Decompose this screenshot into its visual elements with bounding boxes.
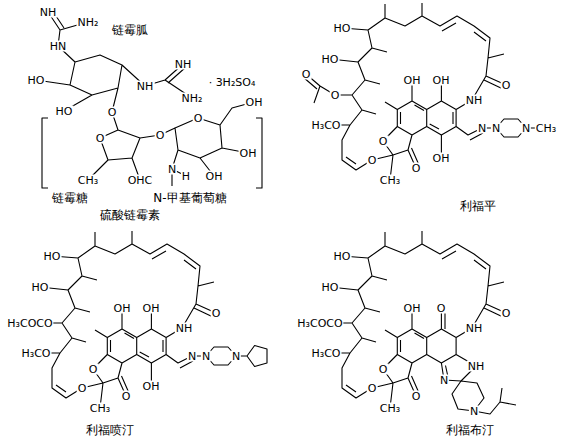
atom-label: O	[367, 155, 378, 166]
compound-name: 利福平	[459, 200, 497, 212]
atom-label: N	[167, 164, 177, 175]
compound-name: 利福布汀	[445, 424, 495, 436]
atom-label: N	[491, 123, 501, 134]
streptomycin-bonds	[36, 10, 254, 186]
atom-label: HO	[321, 282, 340, 293]
atom-label: OH	[113, 303, 132, 314]
atom-label: N	[231, 351, 241, 362]
atom-label: O	[88, 364, 99, 375]
atom-label: O	[501, 308, 512, 319]
rifapentine-drawing	[40, 231, 267, 408]
atom-label: H₃CO	[20, 348, 51, 359]
atom-label: H	[181, 171, 191, 182]
atom-label: H₃CO	[310, 120, 341, 131]
atom-label: HO	[321, 54, 340, 65]
atom-label: OH	[432, 153, 451, 164]
atom-label: O	[95, 133, 106, 144]
atom-label: CH₃	[379, 175, 401, 186]
atom-label: OH	[142, 303, 161, 314]
atom-label: HO	[43, 251, 62, 262]
compound-name: N-甲基葡萄糖	[152, 192, 227, 204]
atom-label: OH	[403, 303, 422, 314]
atom-label: NH₂	[181, 93, 204, 104]
atom-label: NH	[465, 95, 484, 106]
atom-label: O	[411, 163, 422, 174]
atom-label: OH	[403, 75, 422, 86]
atom-label: O	[378, 136, 389, 147]
atom-label: OH	[432, 75, 451, 86]
atom-label: CH₃	[89, 403, 111, 414]
atom-label: NH	[39, 7, 58, 18]
atom-label: O	[378, 364, 389, 375]
atom-label: O	[193, 113, 204, 124]
atom-label: · 3H₂SO₄	[208, 77, 257, 88]
atom-label: HN	[49, 41, 68, 52]
atom-label: O	[436, 303, 447, 314]
atom-label: OHC	[127, 175, 154, 186]
atom-label: NH	[465, 323, 484, 334]
atom-label: CH₃	[379, 403, 401, 414]
compound-name: 链霉胍	[111, 24, 149, 36]
rifamycin-core	[40, 231, 216, 408]
atom-label: HO	[27, 75, 46, 86]
atom-label: OH	[239, 148, 258, 159]
atom-label: N	[187, 351, 197, 362]
compound-name: 链霉糖	[51, 192, 89, 204]
atom-label: O	[367, 383, 378, 394]
rifampicin-drawing	[303, 3, 546, 180]
bracket	[42, 118, 262, 188]
atom-label: O	[121, 391, 132, 402]
atom-label: H₃COCO	[6, 318, 53, 329]
atom-label: NH	[136, 81, 155, 92]
atom-label: OH	[205, 171, 224, 182]
rifamycin-core	[330, 3, 506, 180]
compound-name: 硫酸链霉素	[99, 209, 161, 221]
atom-label: N	[521, 123, 531, 134]
atom-label: NH	[174, 59, 193, 70]
atom-label: O	[107, 107, 118, 118]
rifamycin-core	[330, 231, 506, 408]
hydrazone-part	[140, 340, 236, 386]
atom-label: O	[77, 383, 88, 394]
atom-label: N	[439, 375, 449, 386]
atom-label: HO	[333, 251, 352, 262]
hydrazone-part	[430, 112, 526, 158]
atom-label: O	[330, 90, 341, 101]
atom-label: HO	[333, 23, 352, 34]
atom-label: H₃COCO	[296, 318, 343, 329]
bond	[441, 310, 516, 414]
atom-label: OH	[245, 97, 264, 108]
atom-label: OH	[142, 381, 161, 392]
atom-label: NH₂	[77, 17, 100, 28]
rifabutin-drawing	[330, 231, 516, 414]
atom-label: N	[201, 351, 211, 362]
bond-group	[36, 3, 546, 414]
atom-label: NH	[467, 361, 486, 372]
atom-label: O	[155, 130, 166, 141]
atom-label: H₃CO	[310, 348, 341, 359]
atom-label: CH₃	[535, 123, 557, 134]
atom-label: CH₃	[77, 175, 99, 186]
atom-label: O	[501, 80, 512, 91]
compound-name: 利福喷汀	[85, 424, 135, 436]
atom-label: N	[469, 406, 479, 417]
atom-label: HO	[31, 282, 50, 293]
atom-label: HO	[55, 106, 74, 117]
atom-label: O	[301, 69, 312, 80]
atom-label: O	[411, 391, 422, 402]
atom-label: O	[211, 308, 222, 319]
atom-label: N	[477, 123, 487, 134]
atom-label: NH	[175, 323, 194, 334]
